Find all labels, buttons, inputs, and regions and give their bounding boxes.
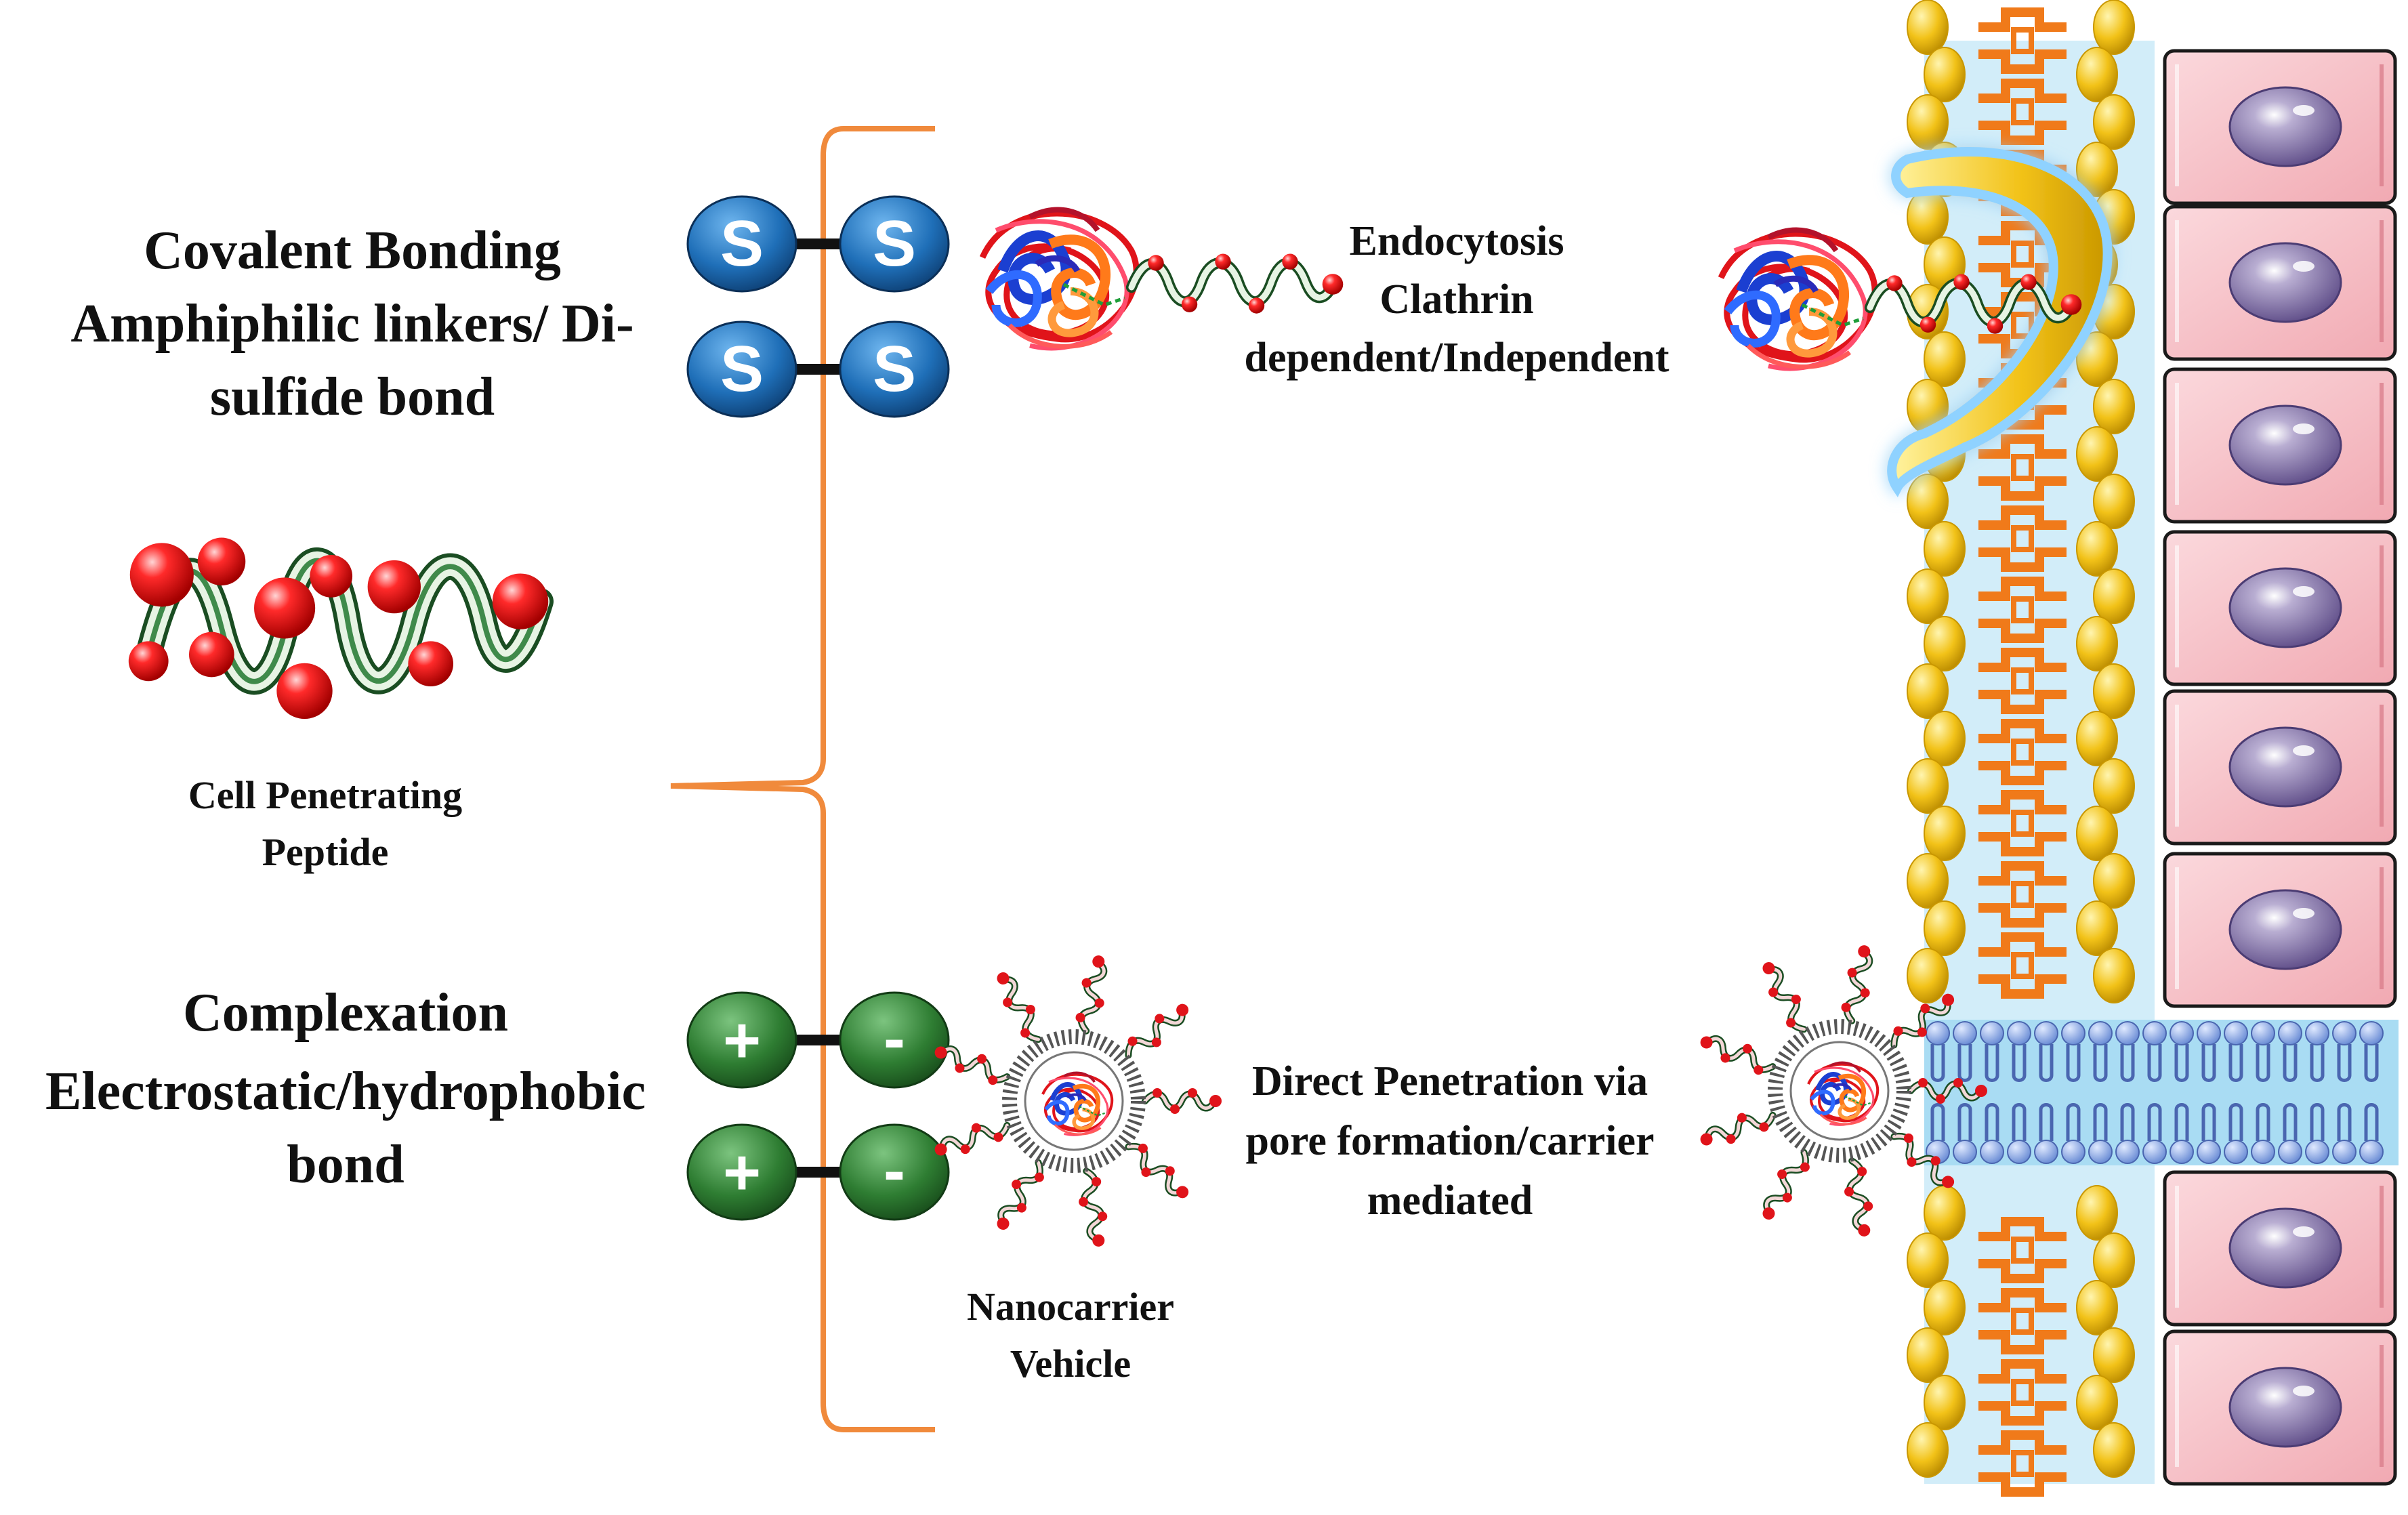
- lipid-head: [1924, 900, 1966, 956]
- lipid-head: [2093, 94, 2135, 150]
- lipid-head: [1907, 758, 1949, 814]
- epithelial-cells: [2165, 51, 2395, 1484]
- lipid-head: [1907, 568, 1949, 624]
- disulfide-bond-top: S S: [686, 195, 950, 293]
- lipid-head: [1907, 663, 1949, 719]
- sulfur-symbol: S: [720, 207, 764, 280]
- epithelial-cell: [2165, 1331, 2395, 1484]
- epithelial-cell: [2165, 532, 2395, 684]
- direct-penetration-label: Direct Penetration via pore formation/ca…: [1213, 1060, 1687, 1222]
- epithelial-cell: [2165, 691, 2395, 844]
- lipid-head: [2093, 0, 2135, 55]
- lipid-head: [1907, 853, 1949, 909]
- lipid-head: [2076, 900, 2118, 956]
- lipid-head: [2093, 1232, 2135, 1288]
- complexation-line-3: bond: [287, 1135, 404, 1195]
- cpp-label: Cell Penetrating Peptide: [122, 776, 528, 872]
- nanocarrier-vehicle: [931, 953, 1222, 1249]
- epithelial-cell: [2165, 1172, 2395, 1325]
- epithelial-cell: [2165, 51, 2395, 203]
- covalent-line-3: sulfide bond: [209, 367, 495, 427]
- lipid-head: [2093, 1422, 2135, 1478]
- lipid-head: [2093, 853, 2135, 909]
- lipid-head: [1924, 1280, 1966, 1335]
- direct-line-3: mediated: [1367, 1178, 1533, 1224]
- lipid-head: [1907, 1422, 1949, 1478]
- lipid-head: [1924, 806, 1966, 861]
- lipid-head: [2093, 948, 2135, 1003]
- sulfur-symbol: S: [720, 333, 764, 405]
- lipid-head: [2076, 1185, 2118, 1241]
- endocytosis-label: Endocytosis Clathrin dependent/Independe…: [1206, 220, 1707, 379]
- epithelial-cell: [2165, 207, 2395, 359]
- sulfur-symbol: S: [873, 333, 916, 405]
- lipid-head: [2076, 711, 2118, 766]
- covalent-line-2: Amphiphilic linkers/ Di-: [70, 294, 634, 354]
- epithelial-cell: [2165, 854, 2395, 1006]
- lipid-head: [2076, 426, 2118, 482]
- lipid-head: [1924, 711, 1966, 766]
- lipid-head: [2076, 1280, 2118, 1335]
- lipid-head: [1907, 0, 1949, 55]
- lipid-head: [1907, 948, 1949, 1003]
- lipid-head: [2093, 758, 2135, 814]
- direct-line-1: Direct Penetration via: [1251, 1058, 1648, 1104]
- nanocarrier-line-1: Nanocarrier: [967, 1285, 1174, 1329]
- nanocarrier-line-2: Vehicle: [1010, 1342, 1132, 1386]
- lipid-head: [2093, 663, 2135, 719]
- covalent-line-1: Covalent Bonding: [144, 221, 561, 281]
- covalent-bonding-label: Covalent Bonding Amphiphilic linkers/ Di…: [27, 224, 678, 424]
- lipid-head: [1924, 616, 1966, 671]
- lipid-head: [1924, 1375, 1966, 1430]
- nanocarrier-label: Nanocarrier Vehicle: [928, 1287, 1213, 1384]
- lipid-head: [2076, 47, 2118, 102]
- cpp-line-1: Cell Penetrating: [188, 773, 463, 817]
- disulfide-bond-bottom: S S: [686, 320, 950, 418]
- cell-membrane: [1887, 0, 2399, 1492]
- endocytosis-line-1: Endocytosis: [1349, 218, 1564, 264]
- lipid-head: [2093, 379, 2135, 434]
- lipid-head: [2093, 568, 2135, 624]
- electrostatic-pair-top: + -: [686, 991, 950, 1089]
- lipid-head: [2093, 1327, 2135, 1383]
- cell-penetrating-peptide-illustration: [129, 538, 548, 720]
- complexation-line-2: Electrostatic/hydrophobic: [45, 1062, 646, 1121]
- minus-symbol: -: [884, 1134, 905, 1207]
- direct-line-2: pore formation/carrier: [1245, 1118, 1655, 1164]
- lipid-head: [1924, 521, 1966, 577]
- plus-symbol: +: [723, 1136, 761, 1209]
- endocytic-vesicle: [1887, 147, 2113, 497]
- endocytosis-line-3: dependent/Independent: [1244, 335, 1669, 381]
- lipid-head: [1924, 331, 1966, 387]
- plus-symbol: +: [723, 1004, 761, 1077]
- lipid-head: [1907, 189, 1949, 245]
- sulfur-symbol: S: [873, 207, 916, 280]
- lipid-head: [2076, 521, 2118, 577]
- electrostatic-pair-bottom: + -: [686, 1123, 950, 1221]
- lipid-head: [1907, 94, 1949, 150]
- endocytosis-line-2: Clathrin: [1379, 276, 1534, 323]
- lipid-head: [1907, 474, 1949, 529]
- lipid-head: [2076, 616, 2118, 671]
- epithelial-cell: [2165, 369, 2395, 522]
- complexation-line-1: Complexation: [183, 983, 508, 1043]
- minus-symbol: -: [884, 1002, 905, 1075]
- grouping-brace: [670, 126, 935, 1432]
- complexation-label: Complexation Electrostatic/hydrophobic b…: [7, 986, 684, 1192]
- lipid-head: [1924, 47, 1966, 102]
- lipid-head: [1907, 1232, 1949, 1288]
- lipid-head: [1924, 1185, 1966, 1241]
- lipid-head: [2076, 1375, 2118, 1430]
- cpp-line-2: Peptide: [262, 830, 389, 874]
- lipid-bilayer: [1924, 1020, 2399, 1165]
- lipid-head: [2076, 806, 2118, 861]
- lipid-head: [1907, 1327, 1949, 1383]
- lipid-head: [2093, 474, 2135, 529]
